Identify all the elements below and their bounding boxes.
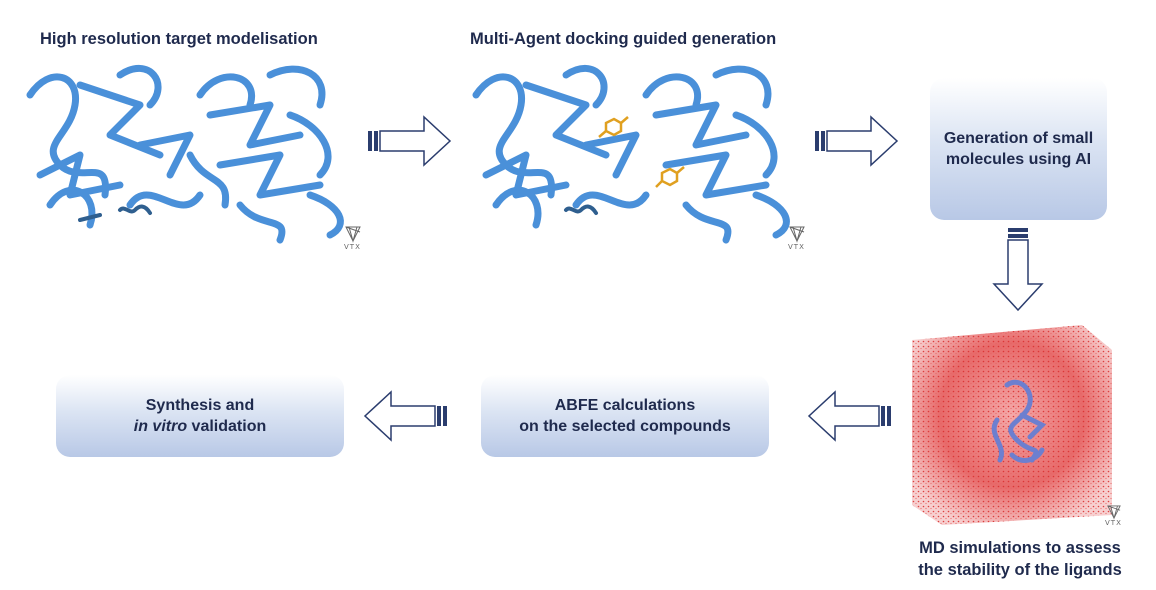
synthesis-line1: Synthesis and bbox=[145, 397, 255, 414]
arrow-right-icon bbox=[815, 115, 899, 167]
ligand-molecule-icon bbox=[598, 116, 685, 188]
abfe-line2: on the selected compounds bbox=[519, 418, 731, 435]
synthesis-validation-text: validation bbox=[187, 418, 267, 435]
synthesis-validation-box: Synthesis and in vitro validation bbox=[56, 375, 344, 457]
synthesis-in-vitro-text: in vitro bbox=[133, 418, 188, 435]
ai-generation-box: Generation of small molecules using AI bbox=[930, 78, 1107, 220]
title-docking-generation: Multi-Agent docking guided generation bbox=[470, 30, 777, 48]
arrow-right-icon bbox=[368, 115, 452, 167]
md-simulations-line2: the stability of the ligands bbox=[918, 561, 1122, 579]
protein-structure-image bbox=[26, 65, 344, 244]
arrow-down-icon bbox=[992, 228, 1044, 312]
abfe-line1: ABFE calculations bbox=[554, 397, 696, 414]
vtx-logo-icon bbox=[345, 226, 361, 243]
md-simulations-caption: MD simulations to assess the stability o… bbox=[900, 537, 1140, 581]
vtx-logo-icon bbox=[1107, 505, 1121, 520]
vtx-logo-label: VTX bbox=[1105, 519, 1122, 527]
synthesis-line2: in vitro validation bbox=[134, 416, 266, 437]
vtx-logo-icon bbox=[789, 226, 805, 243]
arrow-left-icon bbox=[363, 390, 447, 442]
md-simulation-image bbox=[912, 325, 1112, 525]
ai-generation-line1: Generation of small bbox=[943, 130, 1094, 147]
vtx-logo-label: VTX bbox=[788, 243, 805, 251]
title-target-modelisation: High resolution target modelisation bbox=[40, 30, 318, 48]
arrow-left-icon bbox=[807, 390, 891, 442]
abfe-calculations-box: ABFE calculations on the selected compou… bbox=[481, 375, 769, 457]
ai-generation-line2: molecules using AI bbox=[945, 151, 1092, 168]
protein-ligand-docking-image bbox=[472, 65, 790, 244]
vtx-logo-label: VTX bbox=[344, 243, 361, 251]
md-simulations-line1: MD simulations to assess bbox=[919, 539, 1121, 557]
